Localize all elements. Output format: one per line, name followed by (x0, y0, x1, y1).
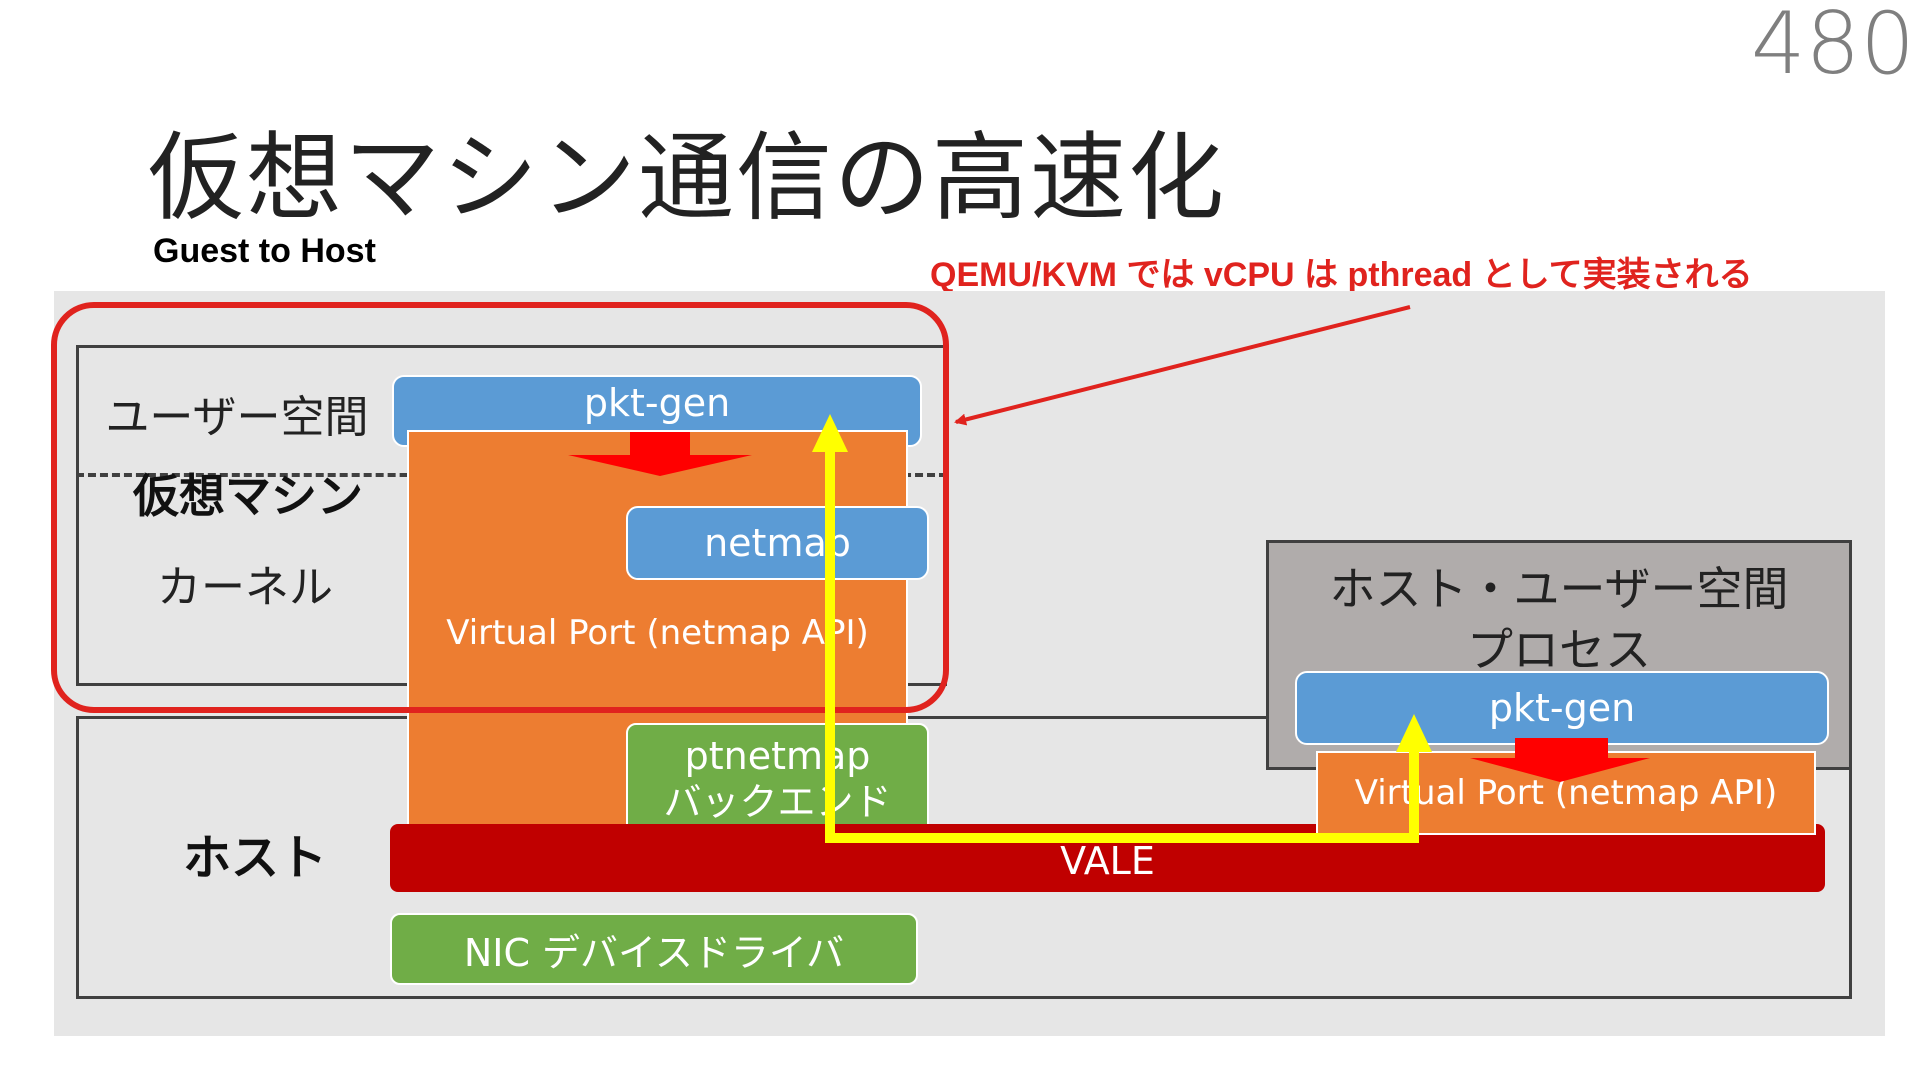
user-space-label: ユーザー空間 (105, 392, 369, 443)
guest-down-arrow (568, 432, 752, 476)
host-user-space-label: ホスト・ユーザー空間 (1329, 562, 1789, 616)
ptnetmap-label: ptnetmap (684, 734, 871, 778)
ptnetmap-backend-block: ptnetmap バックエンド (626, 723, 929, 835)
guest-netmap-block: netmap (626, 506, 929, 580)
guest-virtual-port-label: Virtual Port (netmap API) (446, 613, 869, 653)
virtual-machine-label: 仮想マシン (133, 469, 363, 523)
page-number: 480 (1750, 0, 1915, 94)
host-box (76, 716, 1852, 999)
guest-highlight-outline (51, 302, 949, 713)
annotation-pointer-arrow (954, 305, 1411, 426)
host-label: ホスト (182, 830, 327, 886)
nic-driver-block: NIC デバイスドライバ (390, 913, 918, 985)
ptnetmap-backend-label: バックエンド (663, 780, 892, 824)
subtitle: Guest to Host (153, 232, 376, 270)
kernel-label: カーネル (157, 562, 333, 613)
host-down-arrow (1470, 738, 1650, 782)
data-path-arrow (825, 450, 1419, 843)
host-process-label: プロセス (1467, 623, 1651, 677)
data-path-arrowhead-guest (812, 414, 848, 452)
vcpu-annotation: QEMU/KVM では vCPU は pthread として実装される (930, 256, 1753, 294)
data-path-arrowhead-host (1396, 714, 1432, 752)
